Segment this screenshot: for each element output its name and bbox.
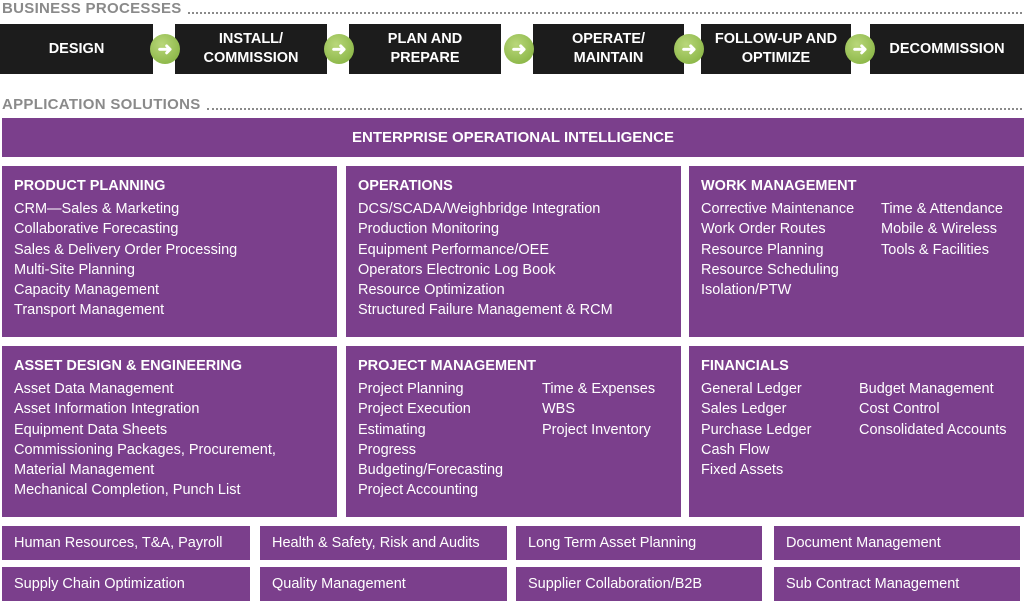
panel-title: PROJECT MANAGEMENT <box>358 358 537 374</box>
solution-item: DCS/SCADA/Weighbridge Integration <box>358 201 601 217</box>
solution-item: Commissioning Packages, Procurement, <box>14 441 276 458</box>
solution-item: Capacity Management <box>14 282 160 299</box>
process-step: PLAN AND PREPARE <box>349 24 501 74</box>
solution-box: Long Term Asset Planning <box>516 526 762 560</box>
process-step: DESIGN <box>0 24 153 74</box>
solution-box: Document Management <box>774 526 1020 560</box>
arrow-right-icon: ➜ <box>150 34 180 64</box>
arrow-right-icon: ➜ <box>324 34 354 64</box>
panel-title: PRODUCT PLANNING <box>14 178 166 194</box>
panel-title: WORK MANAGEMENT <box>701 178 857 194</box>
solution-item: Asset Information Integration <box>14 401 200 418</box>
arrow-right-icon: ➜ <box>674 34 704 64</box>
panel-title: ASSET DESIGN & ENGINEERING <box>14 358 243 374</box>
solution-item: Collaborative Forecasting <box>14 221 179 238</box>
dotted-rule <box>206 100 1022 110</box>
solution-panel: ASSET DESIGN & ENGINEERING Asset Data Man… <box>2 346 337 517</box>
solution-item: Sales Ledger <box>701 401 787 418</box>
dotted-rule <box>187 4 1022 14</box>
solution-item: General Ledger <box>701 381 802 397</box>
solution-item: Sales & Delivery Order Processing <box>14 241 238 258</box>
process-step: INSTALL/ COMMISSION <box>175 24 327 74</box>
solution-box: Health & Safety, Risk and Audits <box>260 526 507 560</box>
solution-item: CRM—Sales & Marketing <box>14 201 180 217</box>
solution-box: Supplier Collaboration/B2B <box>516 567 762 601</box>
solution-item: Purchase Ledger <box>701 421 812 438</box>
solution-box: Sub Contract Management <box>774 567 1020 601</box>
panel-title: FINANCIALS <box>701 358 789 374</box>
arrow-right-icon: ➜ <box>845 34 875 64</box>
heading-text: APPLICATION SOLUTIONS <box>2 96 201 113</box>
process-step: FOLLOW-UP AND OPTIMIZE <box>701 24 851 74</box>
solution-item: Time & Attendance <box>881 201 1003 217</box>
arrow-right-icon: ➜ <box>504 34 534 64</box>
solution-panel: OPERATIONS DCS/SCADA/Weighbridge Integrat… <box>346 166 681 337</box>
solution-item: Progress <box>358 441 417 458</box>
solution-item: Isolation/PTW <box>701 282 792 299</box>
solution-box: Quality Management <box>260 567 507 601</box>
solution-item: Cash Flow <box>701 441 770 458</box>
solution-item: Multi-Site Planning <box>14 261 135 278</box>
solution-item: Consolidated Accounts <box>859 421 1007 438</box>
solution-item: Asset Data Management <box>14 381 174 397</box>
application-solutions-heading: APPLICATION SOLUTIONS <box>2 96 1022 113</box>
solution-item: Project Accounting <box>358 482 479 499</box>
solution-item: Equipment Performance/OEE <box>358 241 550 258</box>
solution-box: Supply Chain Optimization <box>2 567 250 601</box>
enterprise-operational-intelligence-banner: ENTERPRISE OPERATIONAL INTELLIGENCE <box>2 118 1024 157</box>
solution-item: Resource Planning <box>701 241 824 258</box>
solution-item: Tools & Facilities <box>881 241 989 258</box>
solution-item: Mobile & Wireless <box>881 221 998 238</box>
solution-item: Structured Failure Management & RCM <box>358 302 613 319</box>
solution-item: Project Planning <box>358 381 464 397</box>
solution-item: Project Execution <box>358 401 471 418</box>
solution-box: Human Resources, T&A, Payroll <box>2 526 250 560</box>
heading-text: BUSINESS PROCESSES <box>2 0 182 17</box>
solution-item: Material Management <box>14 462 155 479</box>
solution-item: Work Order Routes <box>701 221 826 238</box>
solution-item: Resource Optimization <box>358 282 505 299</box>
business-processes-heading: BUSINESS PROCESSES <box>2 0 1022 17</box>
solution-item: Estimating <box>358 421 426 438</box>
solution-item: Time & Expenses <box>542 381 656 397</box>
solution-item: Budgeting/Forecasting <box>358 462 504 479</box>
solution-item: Project Inventory <box>542 421 651 438</box>
solution-item: Equipment Data Sheets <box>14 421 168 438</box>
solution-item: Production Monitoring <box>358 221 500 238</box>
process-step: OPERATE/ MAINTAIN <box>533 24 684 74</box>
panel-title: OPERATIONS <box>358 178 453 194</box>
solution-item: Resource Scheduling <box>701 261 839 278</box>
solution-item: Operators Electronic Log Book <box>358 261 556 278</box>
solution-item: WBS <box>542 401 576 418</box>
solution-item: Cost Control <box>859 401 940 418</box>
solution-item: Corrective Maintenance <box>701 201 855 217</box>
solution-item: Fixed Assets <box>701 462 784 479</box>
process-step: DECOMMISSION <box>870 24 1024 74</box>
solution-item: Transport Management <box>14 302 165 319</box>
solution-item: Budget Management <box>859 381 994 397</box>
solution-item: Mechanical Completion, Punch List <box>14 482 241 499</box>
